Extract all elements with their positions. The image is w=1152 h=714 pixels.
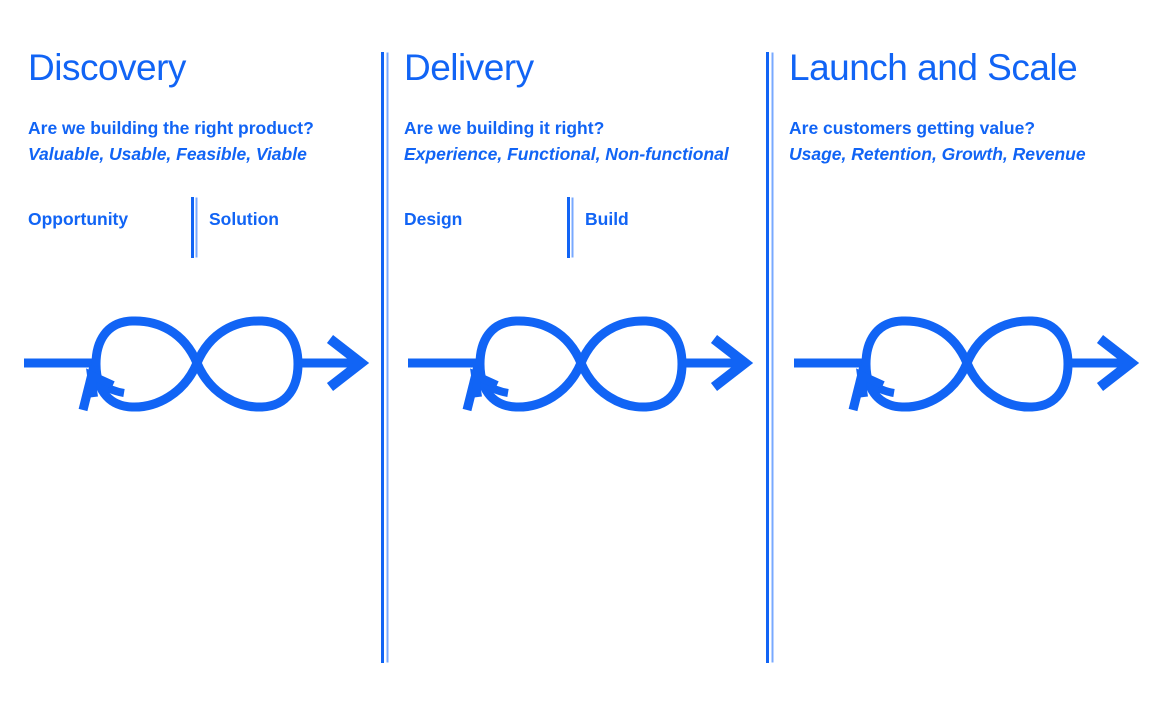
column-question: Are customers getting value? xyxy=(789,118,1036,138)
column-delivery: Delivery Are we building it right? Exper… xyxy=(404,0,776,714)
column-criteria: Valuable, Usable, Feasible, Viable xyxy=(28,144,307,164)
phase-divider xyxy=(191,197,194,258)
infinity-loop-arrow-icon xyxy=(794,316,1140,412)
column-title: Delivery xyxy=(404,47,534,88)
column-question: Are we building it right? xyxy=(404,118,605,138)
column-criteria: Usage, Retention, Growth, Revenue xyxy=(789,144,1086,164)
infinity-loop-arrow-icon xyxy=(24,316,370,412)
phase-label-build: Build xyxy=(585,209,629,229)
column-launch-and-scale: Launch and Scale Are customers getting v… xyxy=(789,0,1152,714)
infinity-loop-arrow-icon xyxy=(408,316,754,412)
column-divider xyxy=(381,52,384,663)
column-criteria: Experience, Functional, Non-functional xyxy=(404,144,729,164)
phase-label-opportunity: Opportunity xyxy=(28,209,129,229)
column-title: Discovery xyxy=(28,47,186,88)
column-question: Are we building the right product? xyxy=(28,118,314,138)
phase-divider xyxy=(567,197,570,258)
column-discovery: Discovery Are we building the right prod… xyxy=(24,0,400,714)
phase-label-design: Design xyxy=(404,209,463,229)
column-divider xyxy=(766,52,769,663)
phase-label-solution: Solution xyxy=(209,209,279,229)
column-title: Launch and Scale xyxy=(789,47,1078,88)
